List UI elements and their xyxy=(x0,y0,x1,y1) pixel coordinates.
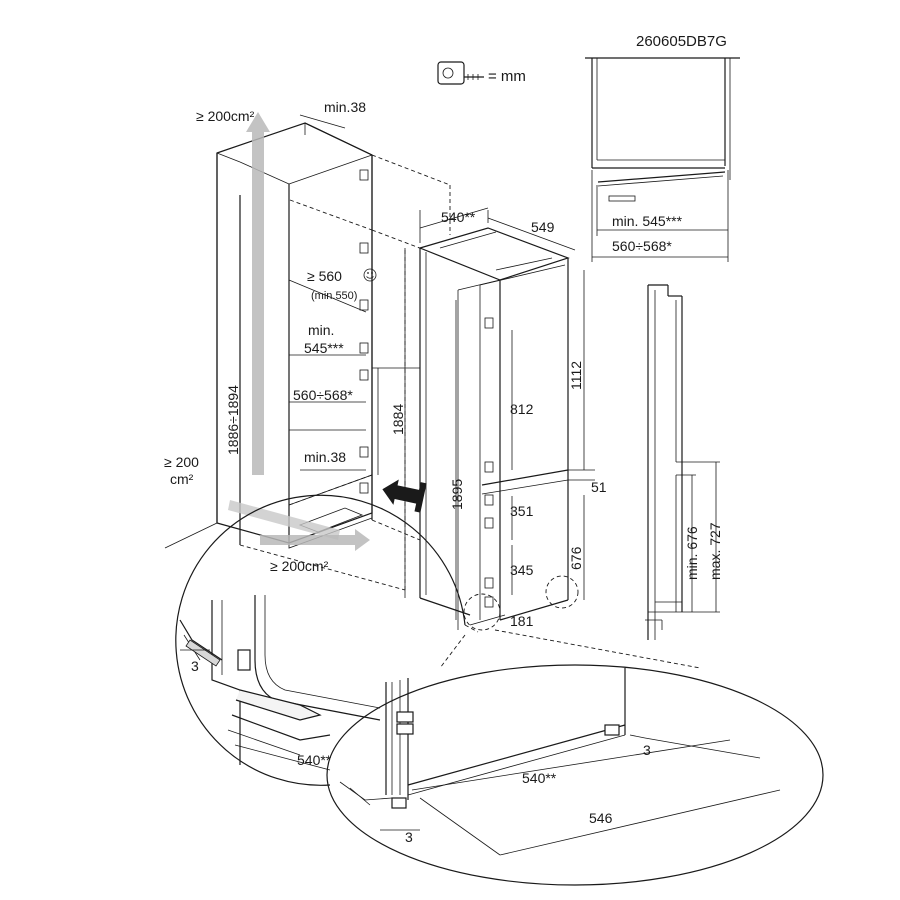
unit-legend: = mm xyxy=(488,68,526,85)
side-max-height: max. 727 xyxy=(707,522,723,580)
niche-width-range: 560÷568* xyxy=(293,387,353,403)
detail-left-depth: 540** xyxy=(297,752,332,768)
door-gap: 51 xyxy=(591,479,607,495)
detail-left-gap: 3 xyxy=(191,658,199,674)
plinth-height: 181 xyxy=(510,613,534,629)
lower-inner-2: 345 xyxy=(510,562,534,578)
detail-bottom-depth: 540** xyxy=(522,770,557,786)
top-gap-label: min.38 xyxy=(324,99,366,115)
vent-top-label: ≥ 200cm² xyxy=(196,108,255,124)
niche-cabinet xyxy=(164,122,451,591)
top-view-min-width: min. 545*** xyxy=(612,213,683,229)
niche-dimensions xyxy=(239,114,420,475)
niche-bottom-gap: min.38 xyxy=(304,449,346,465)
airflow-arrow-icon xyxy=(228,112,370,551)
upper-inner-height: 812 xyxy=(510,401,534,417)
niche-width-min-line2: 545*** xyxy=(304,340,344,356)
top-view-width-range: 560÷568* xyxy=(612,238,672,254)
detail-left xyxy=(175,494,479,786)
detail-bottom xyxy=(326,629,824,886)
niche-depth-label: ≥ 560 xyxy=(307,268,342,284)
appliance-height: 1895 xyxy=(449,479,465,510)
detail-bottom-gap-right: 3 xyxy=(643,742,651,758)
niche-height-label: 1886÷1894 xyxy=(225,385,241,455)
appliance-width-top: 549 xyxy=(531,219,555,235)
door-height-label: 1884 xyxy=(390,404,406,435)
vent-bottom-label: ≥ 200cm² xyxy=(270,558,329,574)
detail-bottom-gap-left: 3 xyxy=(405,829,413,845)
appliance-depth-top: 540** xyxy=(441,209,476,225)
niche-width-min-line1: min. xyxy=(308,322,334,338)
top-view xyxy=(585,57,740,262)
vent-left-line1: ≥ 200 xyxy=(164,454,199,470)
detail-bottom-total-depth: 546 xyxy=(589,810,613,826)
lower-inner-1: 351 xyxy=(510,503,534,519)
niche-depth-min-note: (min.550) xyxy=(311,290,357,302)
side-view xyxy=(645,284,720,640)
lower-door-height: 676 xyxy=(568,546,584,570)
side-min-height: min. 676 xyxy=(684,526,700,580)
vent-left-line2: cm² xyxy=(170,471,194,487)
smiley-icon xyxy=(363,268,377,282)
appliance xyxy=(404,207,595,631)
tape-measure-icon xyxy=(437,61,484,85)
upper-door-height: 1112 xyxy=(568,361,584,390)
push-arrow-icon xyxy=(382,479,427,513)
model-code: 260605DB7G xyxy=(636,33,727,50)
